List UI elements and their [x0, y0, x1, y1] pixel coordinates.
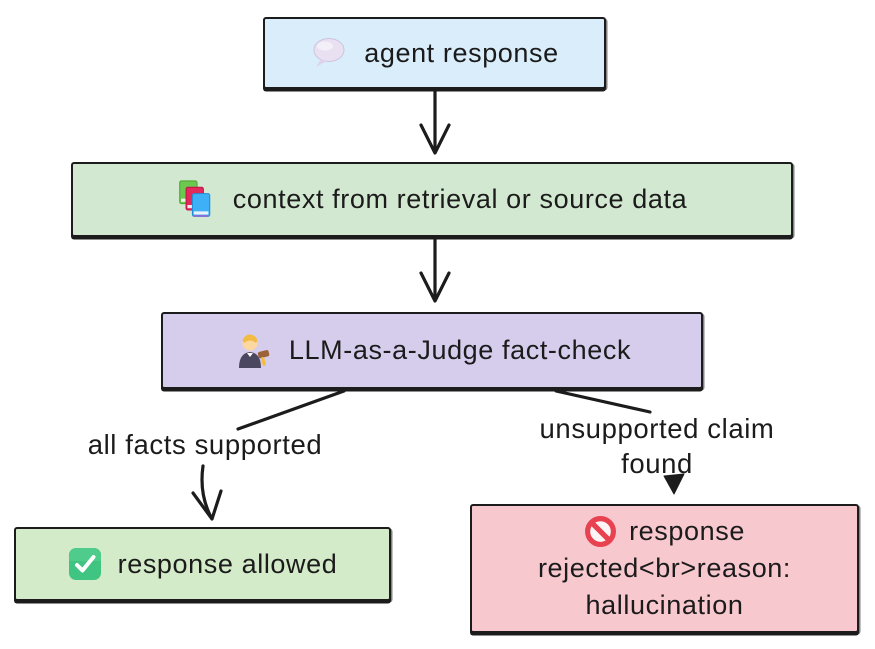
arrow-supported-to-allowed — [200, 464, 213, 519]
speech-balloon-icon — [310, 36, 348, 70]
rejected-line-3: hallucination — [585, 590, 744, 620]
node-response-allowed: response allowed — [14, 527, 391, 601]
node-label-agent-response: agent response — [364, 37, 559, 68]
node-label-response-allowed: response allowed — [117, 548, 338, 579]
edge-label-unsupported-claim: unsupported claim found — [492, 411, 822, 481]
check-mark-button-icon — [68, 547, 102, 581]
edge-label-unsupported-line1: unsupported claim — [539, 413, 775, 444]
books-icon — [177, 179, 217, 220]
arrowhead-supported-to-allowed — [191, 489, 223, 521]
node-label-context-source: context from retrieval or source data — [232, 184, 688, 214]
rejected-line-1: response — [584, 513, 745, 550]
rejected-line-2: rejected<br>reason: — [537, 553, 792, 583]
node-agent-response: agent response — [263, 17, 606, 89]
edge-judge-to-unsupported-label — [554, 389, 652, 414]
node-llm-judge: LLM-as-a-Judge fact-check — [161, 312, 703, 389]
node-label-llm-judge: LLM-as-a-Judge fact-check — [288, 335, 632, 365]
edge-label-unsupported-line2: found — [621, 448, 693, 479]
arrowhead-agent-to-context — [419, 123, 451, 155]
node-context-source: context from retrieval or source data — [71, 162, 793, 237]
judge-icon — [233, 331, 273, 371]
edge-judge-to-supported-label — [236, 389, 346, 431]
node-response-rejected: response rejected<br>reason: hallucinati… — [470, 504, 859, 633]
arrowhead-context-to-judge — [419, 271, 451, 303]
edge-label-all-facts-supported: all facts supported — [87, 429, 323, 460]
prohibited-icon — [584, 515, 617, 548]
rejected-line-1-text: response — [629, 516, 745, 546]
